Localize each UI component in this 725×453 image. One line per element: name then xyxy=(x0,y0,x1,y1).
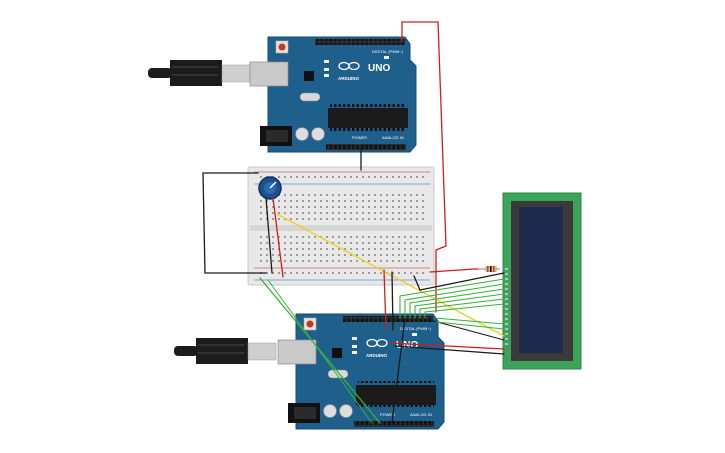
wire-red-vertical xyxy=(383,269,387,331)
wire-green-d6 xyxy=(424,303,505,319)
crystal-top xyxy=(299,92,321,102)
wire-red-lcd-vcc xyxy=(389,342,505,350)
crystal-bottom xyxy=(327,369,349,379)
potentiometer-knob[interactable] xyxy=(258,176,282,200)
model-label-top: UNO xyxy=(368,63,390,74)
resistor[interactable] xyxy=(478,266,500,272)
wire-green-d4 xyxy=(414,293,505,319)
analog-label-bottom: ANALOG IN xyxy=(410,412,432,417)
lcd-16x2-display[interactable] xyxy=(502,192,582,370)
power-label-top: POWER xyxy=(352,135,367,140)
model-label-bottom: UNO xyxy=(396,340,418,351)
lcd-pin-header[interactable] xyxy=(504,265,509,355)
lcd-screen xyxy=(519,207,563,353)
usb-chip-top xyxy=(304,71,314,81)
led-l-top xyxy=(324,60,329,63)
capacitor-bottom-2 xyxy=(339,404,353,418)
wire-black-vertical xyxy=(391,271,394,331)
wire-green-d3 xyxy=(409,288,505,319)
reset-button-bottom-cap[interactable] xyxy=(306,320,314,328)
usb-chip-bottom xyxy=(332,348,342,358)
wire-green-diag-2 xyxy=(267,279,373,424)
capacitor-bottom-1 xyxy=(323,404,337,418)
wire-green-lcd-rs xyxy=(434,317,505,325)
digital-label-top: DIGITAL (PWM~) xyxy=(372,49,404,54)
power-label-bottom: POWER xyxy=(380,412,395,417)
wire-green-d1 xyxy=(399,278,505,319)
usb-jack-top xyxy=(249,61,289,87)
arduino-board-top[interactable]: UNO ARDUINO DIGITAL (PWM~) POWER ANALOG … xyxy=(148,36,417,153)
wires[interactable] xyxy=(202,21,505,424)
arduino-board-bottom[interactable]: UNO ARDUINO DIGITAL (PWM~) POWER ANALOG … xyxy=(174,313,445,430)
led-tx-top xyxy=(324,68,329,71)
wire-black-loop xyxy=(202,172,267,274)
capacitor-top-1 xyxy=(295,127,309,141)
wire-green-diag xyxy=(259,277,381,424)
wire-black-lcd-rw xyxy=(429,319,505,341)
usb-jack-bottom xyxy=(277,339,317,365)
brand-label-bottom: ARDUINO xyxy=(366,353,387,358)
capacitor-top-2 xyxy=(311,127,325,141)
arduino-logo-icon xyxy=(338,61,360,71)
led-on-bottom xyxy=(412,333,417,336)
wire-yellow-contrast xyxy=(276,213,505,337)
usb-cable-bottom[interactable] xyxy=(174,338,277,364)
wire-red-top-to-bottom xyxy=(401,21,447,313)
led-rx-top xyxy=(324,74,329,77)
led-l-bottom xyxy=(352,337,357,340)
arduino-logo-icon xyxy=(366,338,388,348)
wire-green-d2 xyxy=(404,283,505,319)
wire-red-resistor xyxy=(429,268,479,273)
reset-button-top-cap[interactable] xyxy=(278,43,286,51)
wire-black-down xyxy=(391,317,406,424)
wire-black-pot xyxy=(265,197,273,274)
analog-label-top: ANALOG IN xyxy=(382,135,404,140)
wire-green-d5 xyxy=(419,298,505,319)
wire-black-lcd-gnd xyxy=(394,345,505,355)
brand-label-top: ARDUINO xyxy=(338,76,359,81)
led-tx-bottom xyxy=(352,345,357,348)
usb-cable-top[interactable] xyxy=(148,60,251,86)
atmega-chip-top xyxy=(328,108,408,128)
digital-label-bottom: DIGITAL (PWM~) xyxy=(400,326,432,331)
breadboard[interactable] xyxy=(247,166,435,286)
wire-green-lcd-en xyxy=(436,321,505,330)
led-rx-bottom xyxy=(352,351,357,354)
wire-black-resistor xyxy=(413,272,505,291)
led-on-top xyxy=(384,56,389,59)
wire-red-pot xyxy=(272,197,284,278)
